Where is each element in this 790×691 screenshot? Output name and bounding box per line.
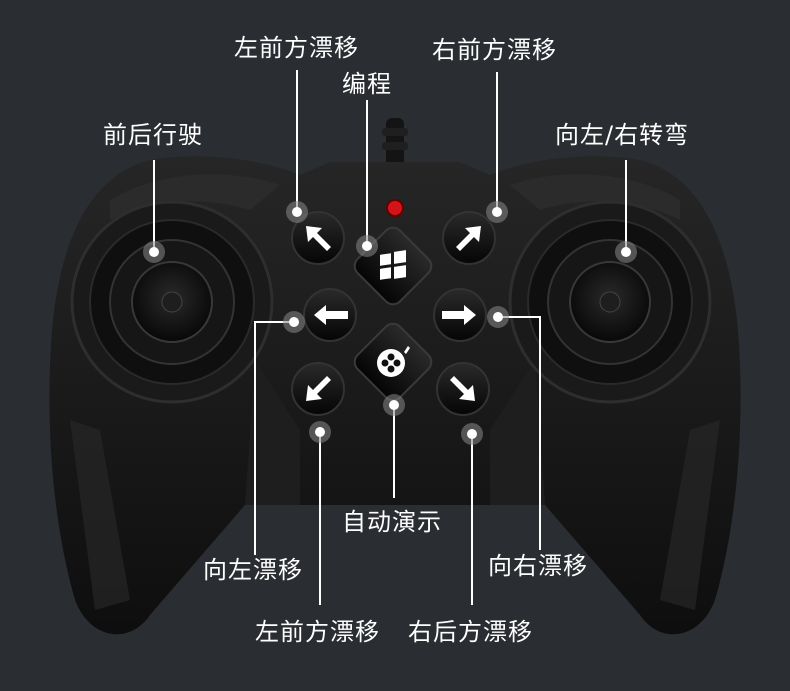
right-center-panel bbox=[490, 360, 545, 505]
indicator-led bbox=[386, 199, 404, 217]
label-programming: 编程 bbox=[342, 70, 392, 98]
label-turn-left-right: 向左/右转弯 bbox=[555, 121, 690, 149]
button-up-right bbox=[442, 211, 496, 265]
arrow-down-right-icon bbox=[450, 376, 475, 401]
label-forward-back-drive: 前后行驶 bbox=[103, 121, 203, 149]
callout-markers bbox=[143, 201, 637, 445]
auto-demo-button bbox=[353, 322, 433, 402]
right-grip-edge bbox=[660, 420, 720, 610]
arrow-down-left-icon bbox=[306, 376, 331, 401]
left-grip-edge bbox=[70, 420, 130, 610]
button-down-left bbox=[291, 362, 345, 416]
arrow-left-icon bbox=[314, 305, 348, 325]
right-joystick bbox=[508, 200, 712, 404]
label-left-drift: 向左漂移 bbox=[203, 556, 303, 584]
button-left bbox=[303, 288, 357, 342]
label-right-rear-drift: 右后方漂移 bbox=[408, 618, 533, 646]
left-shoulder-highlight bbox=[110, 174, 280, 220]
film-reel-icon bbox=[377, 346, 410, 377]
antenna bbox=[382, 118, 408, 170]
arrow-up-right-icon bbox=[456, 226, 481, 251]
label-left-front-drift-bottom: 左前方漂移 bbox=[255, 618, 380, 646]
arrow-right-icon bbox=[442, 305, 476, 325]
left-joystick bbox=[70, 200, 274, 404]
arrow-up-left-icon bbox=[306, 226, 331, 251]
button-up-left bbox=[291, 211, 345, 265]
label-right-front-drift: 右前方漂移 bbox=[432, 36, 557, 64]
label-auto-demo: 自动演示 bbox=[342, 508, 442, 536]
left-center-panel bbox=[245, 360, 300, 505]
button-right bbox=[433, 288, 487, 342]
label-right-drift: 向右漂移 bbox=[488, 552, 588, 580]
windows-logo-icon bbox=[380, 250, 406, 280]
callout-lines bbox=[153, 70, 627, 605]
button-down-right bbox=[436, 362, 490, 416]
right-shoulder-highlight bbox=[510, 174, 680, 220]
label-left-front-drift-top: 左前方漂移 bbox=[234, 34, 359, 62]
